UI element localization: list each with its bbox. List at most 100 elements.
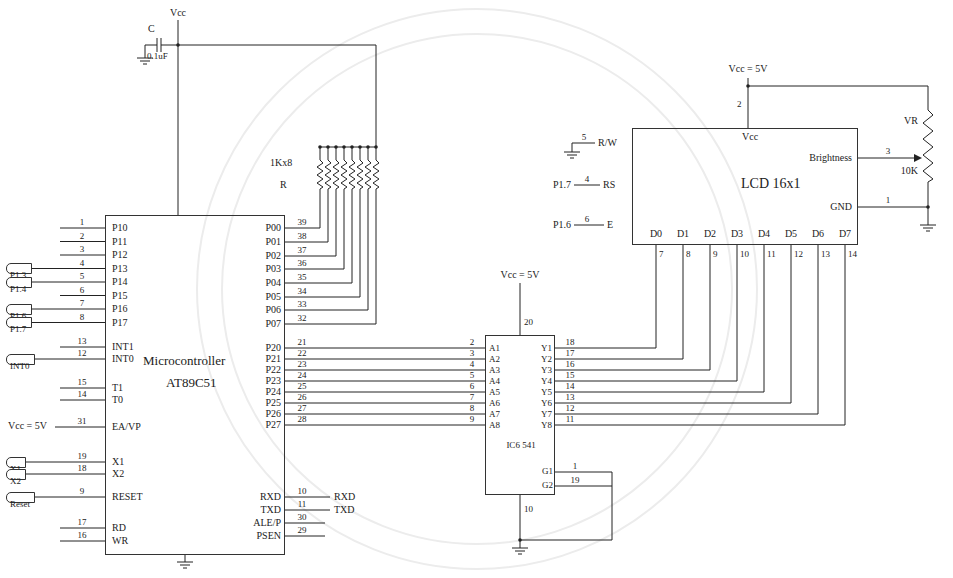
schematic-label: R/W: [598, 138, 617, 148]
schematic-label: 5: [80, 272, 85, 281]
schematic-label: P1.7: [553, 180, 571, 190]
schematic-label: 2: [737, 100, 742, 109]
schematic-label: 18: [566, 338, 575, 347]
schematic-label: 1: [573, 462, 578, 471]
schematic-label: 2: [80, 232, 85, 241]
schematic-label: T1: [112, 383, 123, 393]
schematic-label: D2: [704, 229, 716, 239]
schematic-label: RESET: [112, 492, 143, 502]
schematic-label: P17: [112, 318, 128, 328]
schematic-label: D5: [785, 229, 797, 239]
schematic-label: 8: [80, 313, 85, 322]
schematic-label: Y7: [541, 410, 552, 419]
schematic-label: Vcc: [742, 132, 758, 142]
schematic-label: 35: [298, 273, 307, 282]
schematic-label: PSEN: [257, 531, 281, 541]
schematic-label: P25: [265, 398, 281, 408]
schematic-label: Y5: [541, 388, 552, 397]
schematic-label: 5: [470, 371, 475, 380]
schematic-label: 11: [298, 500, 307, 509]
schematic-label: P20: [265, 343, 281, 353]
schematic-label: A2: [489, 355, 500, 364]
schematic-label: 26: [298, 393, 307, 402]
schematic-label: INT1: [112, 342, 134, 352]
schematic-label: X1: [112, 457, 124, 467]
box-title: AT89C51: [166, 376, 217, 389]
schematic-label: 9: [713, 250, 718, 259]
schematic-label: Y4: [541, 377, 552, 386]
schematic-label: P16: [112, 304, 128, 314]
schematic-label: 39: [298, 218, 307, 227]
ground-symbol: [920, 225, 936, 231]
schematic-label: 5: [582, 133, 587, 142]
schematic-label: 16: [566, 360, 575, 369]
schematic-label: 27: [298, 404, 307, 413]
schematic-label: Y6: [541, 399, 552, 408]
junction-dot: [326, 145, 330, 149]
serial-wires: [285, 497, 330, 536]
signal-tag: P1.3: [6, 263, 32, 274]
schematic-label: P00: [265, 223, 281, 233]
port0-wires: [285, 205, 376, 324]
schematic-label: 6: [470, 382, 475, 391]
junction-dot: [366, 145, 370, 149]
pin-wire: [32, 322, 105, 323]
potentiometer-wires: [748, 78, 933, 225]
schematic-label: RXD: [334, 492, 355, 502]
schematic-label: 10K: [901, 166, 918, 176]
schematic-label: 3: [886, 147, 891, 156]
signal-tag: P1.6: [6, 304, 32, 315]
schematic-label: 15: [78, 378, 87, 387]
pin-wires: [55, 228, 105, 541]
junction-dot: [374, 145, 378, 149]
schematic-label: 7: [659, 250, 664, 259]
watermark-seal: [197, 9, 757, 569]
pin-wire: [32, 268, 105, 269]
schematic-label: X2: [112, 469, 124, 479]
junction-dot: [358, 145, 362, 149]
schematic-label: A6: [489, 399, 500, 408]
schematic-label: 14: [566, 382, 575, 391]
schematic-label: Vcc = 5V: [729, 64, 768, 74]
lcd-module-box: LCD 16x1: [632, 128, 858, 245]
schematic-label: P03: [265, 264, 281, 274]
pin-wire: [35, 497, 105, 498]
schematic-label: P15: [112, 291, 128, 301]
resistor-network: [317, 147, 379, 205]
schematic-label: TXD: [334, 505, 355, 515]
schematic-label: Brightness: [809, 153, 852, 163]
box-title: Microcontroller: [143, 354, 225, 367]
schematic-label: Vcc = 5V: [501, 270, 540, 280]
port2-wires: [285, 348, 485, 425]
schematic-label: 19: [78, 452, 87, 461]
schematic-label: 9: [80, 487, 85, 496]
schematic-label: P04: [265, 278, 281, 288]
schematic-label: 24: [298, 371, 307, 380]
schematic-label: 17: [566, 349, 575, 358]
schematic-label: ALE/P: [253, 518, 281, 528]
data-bus-wires: [555, 245, 845, 425]
buffer-wires: [520, 283, 612, 548]
schematic-label: 11: [767, 250, 776, 259]
junction-dot: [350, 145, 354, 149]
schematic-label: P26: [265, 409, 281, 419]
schematic-label: 29: [298, 526, 307, 535]
schematic-label: 8: [470, 404, 475, 413]
schematic-label: A4: [489, 377, 500, 386]
pin-wire: [32, 282, 105, 283]
schematic-label: GND: [830, 202, 852, 212]
schematic-label: E: [607, 220, 613, 230]
schematic-label: A7: [489, 410, 500, 419]
schematic-label: 14: [848, 250, 857, 259]
schematic-label: VR: [904, 116, 918, 126]
schematic-label: TXD: [260, 505, 281, 515]
ground-symbol: [512, 548, 528, 554]
schematic-label: 32: [298, 314, 307, 323]
schematic-label: 16: [78, 531, 87, 540]
schematic-label: 1: [886, 196, 891, 205]
schematic-label: G2: [542, 481, 553, 490]
schematic-label: 21: [298, 338, 307, 347]
signal-name: P1.7: [10, 325, 26, 334]
schematic-label: Vcc: [170, 8, 186, 18]
schematic-label: Vcc = 5V: [8, 421, 47, 431]
